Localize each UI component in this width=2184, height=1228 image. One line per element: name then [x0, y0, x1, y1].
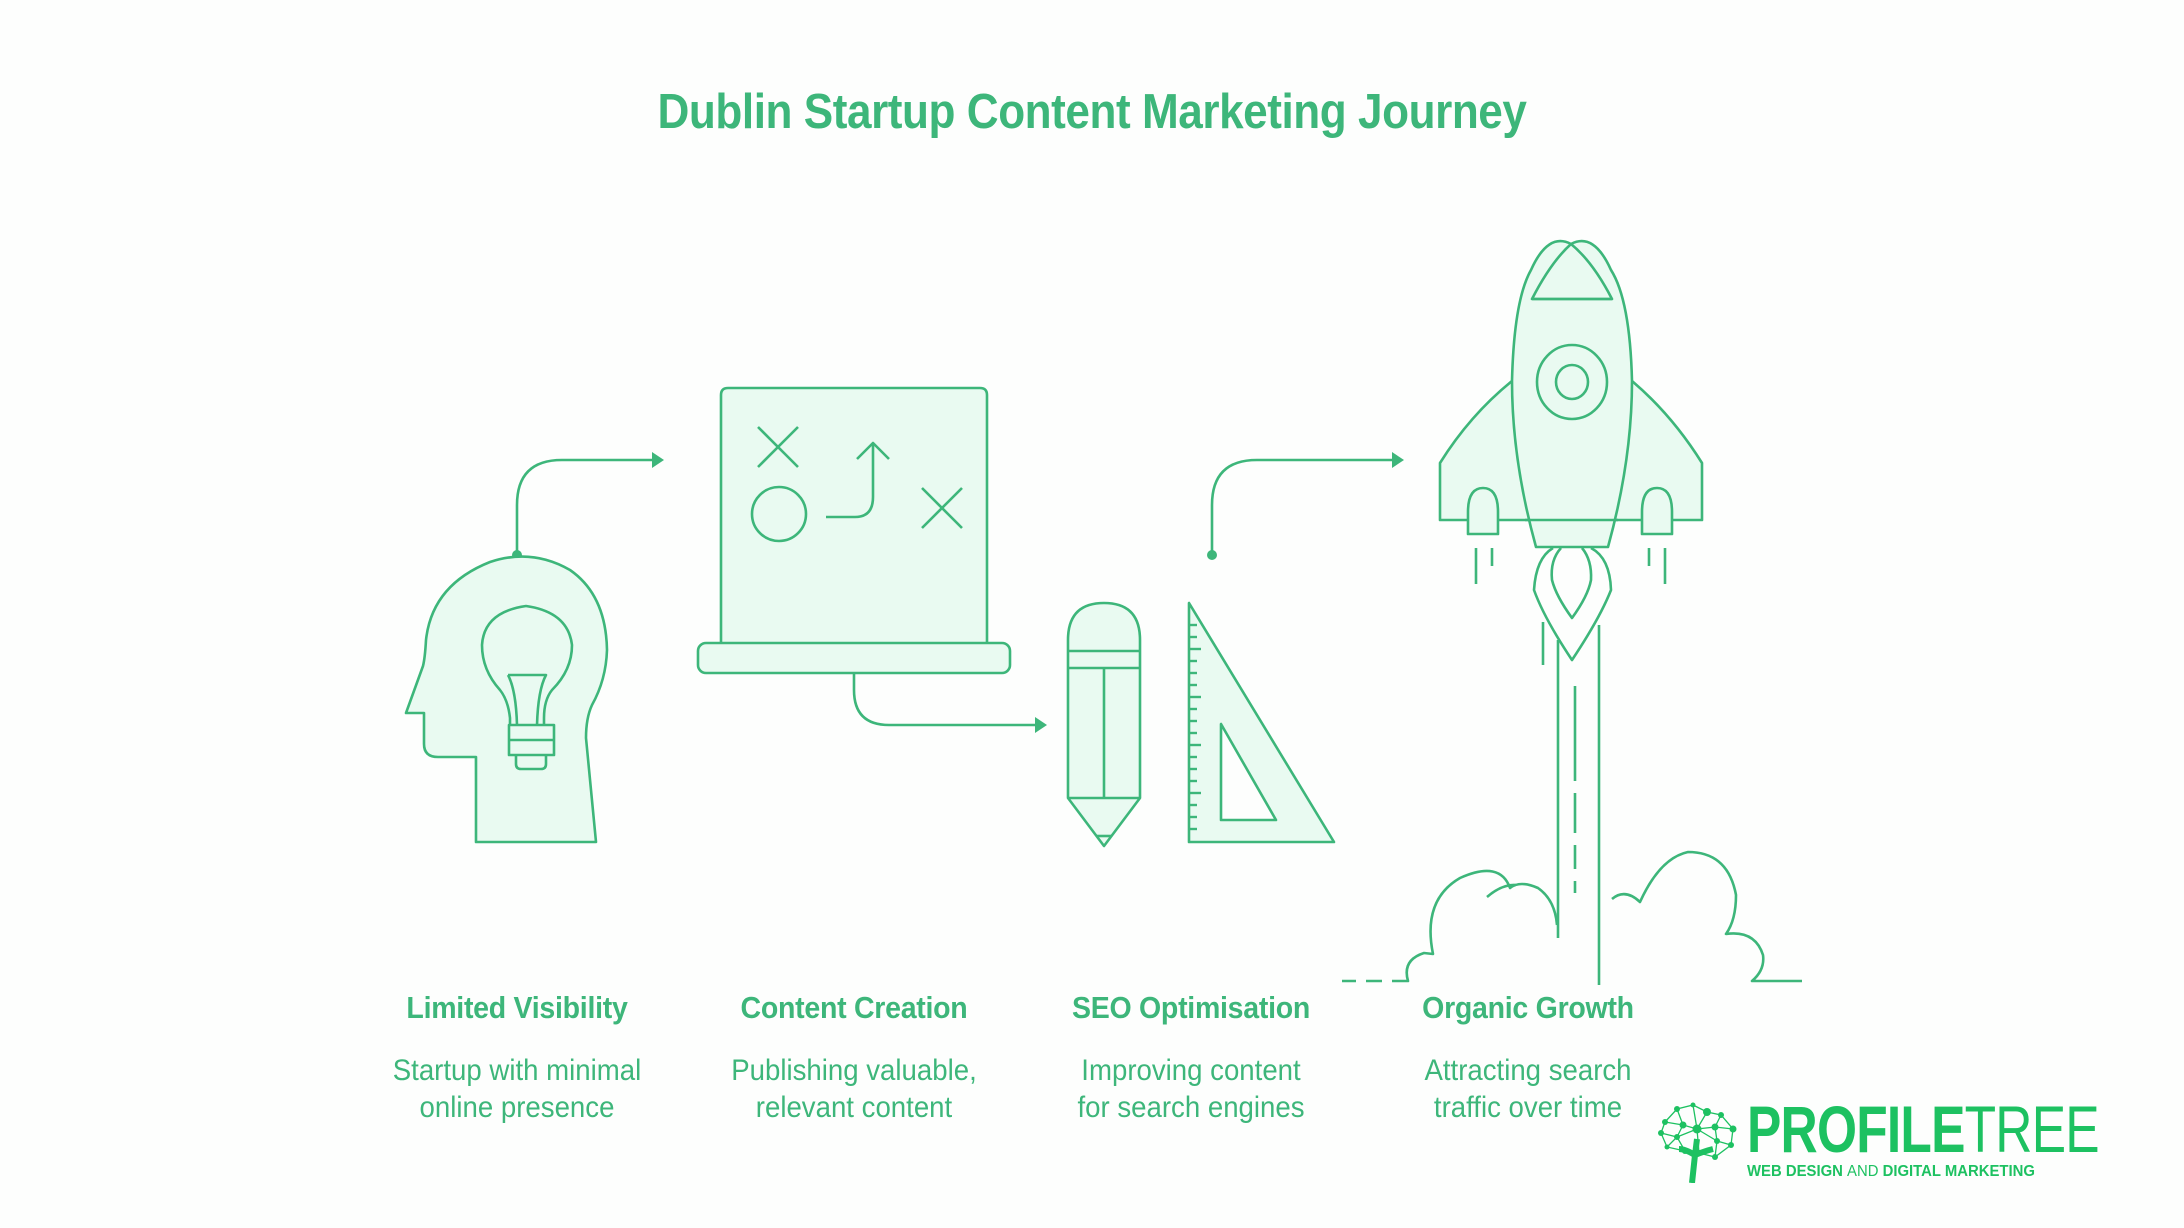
- step-description-line: Startup with minimal: [392, 1054, 642, 1087]
- pencil-set-square-icon: [1066, 601, 1336, 848]
- tree-network-icon: [1658, 1102, 1737, 1183]
- logo-tagline: WEB DESIGN AND DIGITAL MARKETING: [1747, 1163, 2035, 1181]
- logo-tagline-part: DIGITAL MARKETING: [1878, 1163, 2035, 1180]
- logo-brand-thin: TREE: [1964, 1092, 2100, 1166]
- rocket-launch-icon: [1342, 239, 1802, 985]
- step-content-creation: Content Creation Publishing valuable, re…: [694, 990, 1014, 1126]
- step-title: Content Creation: [740, 990, 968, 1025]
- profiletree-logo: PROFILETREE WEB DESIGN AND DIGITAL MARKE…: [1655, 1092, 2100, 1187]
- connector-arrow-1: [512, 452, 664, 560]
- step-title: SEO Optimisation: [1071, 990, 1311, 1025]
- logo-tagline-part: AND: [1847, 1163, 1879, 1180]
- head-lightbulb-icon: [404, 555, 609, 844]
- logo-wordmark: PROFILETREE: [1747, 1091, 2100, 1167]
- step-description-line: Publishing valuable,: [731, 1054, 977, 1087]
- step-title: Organic Growth: [1422, 990, 1634, 1025]
- step-description-line: Attracting search: [1424, 1054, 1632, 1087]
- step-seo-optimisation: SEO Optimisation Improving content for s…: [1031, 990, 1351, 1126]
- step-organic-growth: Organic Growth Attracting search traffic…: [1368, 990, 1688, 1126]
- step-description-line: relevant content: [755, 1091, 953, 1124]
- page-title: Dublin Startup Content Marketing Journey: [657, 85, 1527, 139]
- logo-tagline-part: WEB DESIGN: [1747, 1163, 1848, 1180]
- step-description-line: traffic over time: [1433, 1091, 1623, 1124]
- step-description-line: Improving content: [1081, 1054, 1301, 1087]
- step-description-line: online presence: [419, 1091, 615, 1124]
- laptop-strategy-icon: [696, 386, 1012, 675]
- logo-brand-bold: PROFILE: [1747, 1092, 1965, 1166]
- step-title: Limited Visibility: [406, 990, 628, 1025]
- step-limited-visibility: Limited Visibility Startup with minimal …: [357, 990, 677, 1126]
- step-description-line: for search engines: [1077, 1091, 1305, 1124]
- connector-arrow-3: [1207, 452, 1404, 560]
